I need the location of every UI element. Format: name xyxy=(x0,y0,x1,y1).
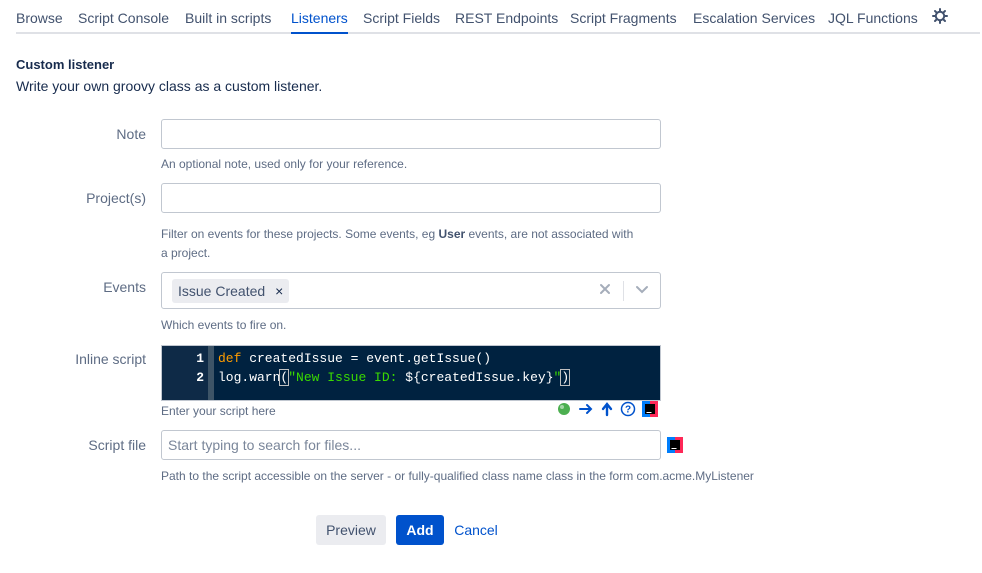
select-divider xyxy=(623,281,624,301)
cancel-button[interactable]: Cancel xyxy=(454,522,498,538)
help-icon[interactable]: ? xyxy=(620,401,636,417)
script-file-input[interactable] xyxy=(162,431,660,459)
projects-help-text-1: Filter on events for these projects. Som… xyxy=(161,227,439,241)
tab-jql-functions[interactable]: JQL Functions xyxy=(828,10,918,26)
code-line-1: def createdIssue = event.getIssue() xyxy=(218,351,491,366)
projects-field-wrap xyxy=(161,183,661,213)
note-input[interactable] xyxy=(162,120,660,148)
event-chip-label: Issue Created xyxy=(178,283,266,299)
note-field-wrap xyxy=(161,119,661,149)
page-title: Custom listener xyxy=(16,57,115,72)
note-help: An optional note, used only for your ref… xyxy=(161,157,408,171)
events-help: Which events to fire on. xyxy=(161,318,287,332)
chip-remove-icon[interactable]: × xyxy=(275,283,284,299)
arrow-up-icon[interactable] xyxy=(599,401,615,417)
code-keyword: def xyxy=(218,351,242,366)
tab-rest-endpoints[interactable]: REST Endpoints xyxy=(455,10,559,26)
tab-listeners[interactable]: Listeners xyxy=(291,10,348,34)
svg-text:?: ? xyxy=(625,405,631,416)
line-number: 2 xyxy=(196,370,204,385)
add-button[interactable]: Add xyxy=(396,515,444,545)
tab-escalation-services[interactable]: Escalation Services xyxy=(693,10,816,26)
event-chip-issue-created: Issue Created × xyxy=(172,279,290,303)
page-subtitle: Write your own groovy class as a custom … xyxy=(16,78,323,94)
script-file-label: Script file xyxy=(88,437,146,453)
code-bracket: ( xyxy=(279,369,290,386)
events-label: Events xyxy=(103,279,146,295)
code-line-2: log.warn("New Issue ID: ${createdIssue.k… xyxy=(218,369,571,386)
code-text: log.warn xyxy=(218,370,281,385)
projects-help-text-2: events, are not associated with a projec… xyxy=(161,227,634,260)
code-editor[interactable]: 1 2 def createdIssue = event.getIssue() … xyxy=(161,345,661,401)
projects-help-bold: User xyxy=(438,227,466,241)
events-select[interactable]: Issue Created × xyxy=(161,272,661,309)
top-nav: Browse Script Console Built in scripts L… xyxy=(16,0,980,34)
preview-button[interactable]: Preview xyxy=(316,515,386,545)
editor-gutter xyxy=(162,346,208,400)
code-interpolation: ${createdIssue.key} xyxy=(405,370,554,385)
inline-script-help: Enter your script here xyxy=(161,404,276,418)
arrow-right-icon[interactable] xyxy=(578,401,594,417)
code-text: createdIssue = event.getIssue() xyxy=(241,351,492,366)
editor-gutter-bar xyxy=(208,346,214,400)
note-label: Note xyxy=(116,126,146,142)
inline-script-label: Inline script xyxy=(75,351,146,367)
intellij-icon[interactable] xyxy=(642,401,658,417)
script-file-help: Path to the script accessible on the ser… xyxy=(161,469,754,483)
gear-icon[interactable] xyxy=(932,8,948,24)
tab-script-fields[interactable]: Script Fields xyxy=(363,10,441,26)
projects-label: Project(s) xyxy=(86,190,146,206)
clear-icon[interactable] xyxy=(598,282,612,296)
script-file-field-wrap xyxy=(161,430,661,460)
projects-help: Filter on events for these projects. Som… xyxy=(161,225,641,263)
intellij-icon[interactable] xyxy=(667,437,683,453)
tab-built-in-scripts[interactable]: Built in scripts xyxy=(185,10,272,26)
line-number: 1 xyxy=(196,351,204,366)
chevron-down-icon[interactable] xyxy=(634,284,650,296)
tab-script-fragments[interactable]: Script Fragments xyxy=(570,10,677,26)
code-string: "New Issue ID: xyxy=(288,370,406,385)
code-string: " xyxy=(553,370,562,385)
tab-browse[interactable]: Browse xyxy=(16,10,63,26)
code-bracket: ) xyxy=(560,369,571,386)
tab-script-console[interactable]: Script Console xyxy=(78,10,170,26)
green-dot-icon[interactable] xyxy=(556,401,572,417)
projects-input[interactable] xyxy=(162,184,660,212)
